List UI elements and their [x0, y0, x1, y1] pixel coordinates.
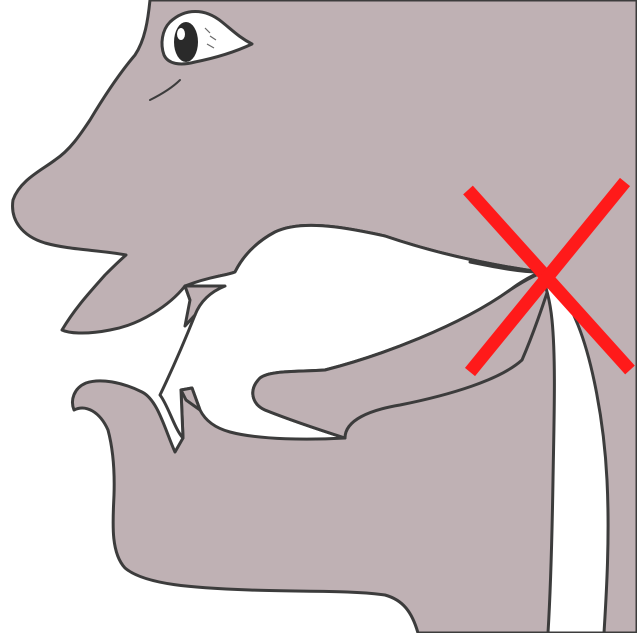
head-profile-illustration — [0, 0, 637, 633]
diagram-canvas — [0, 0, 637, 633]
